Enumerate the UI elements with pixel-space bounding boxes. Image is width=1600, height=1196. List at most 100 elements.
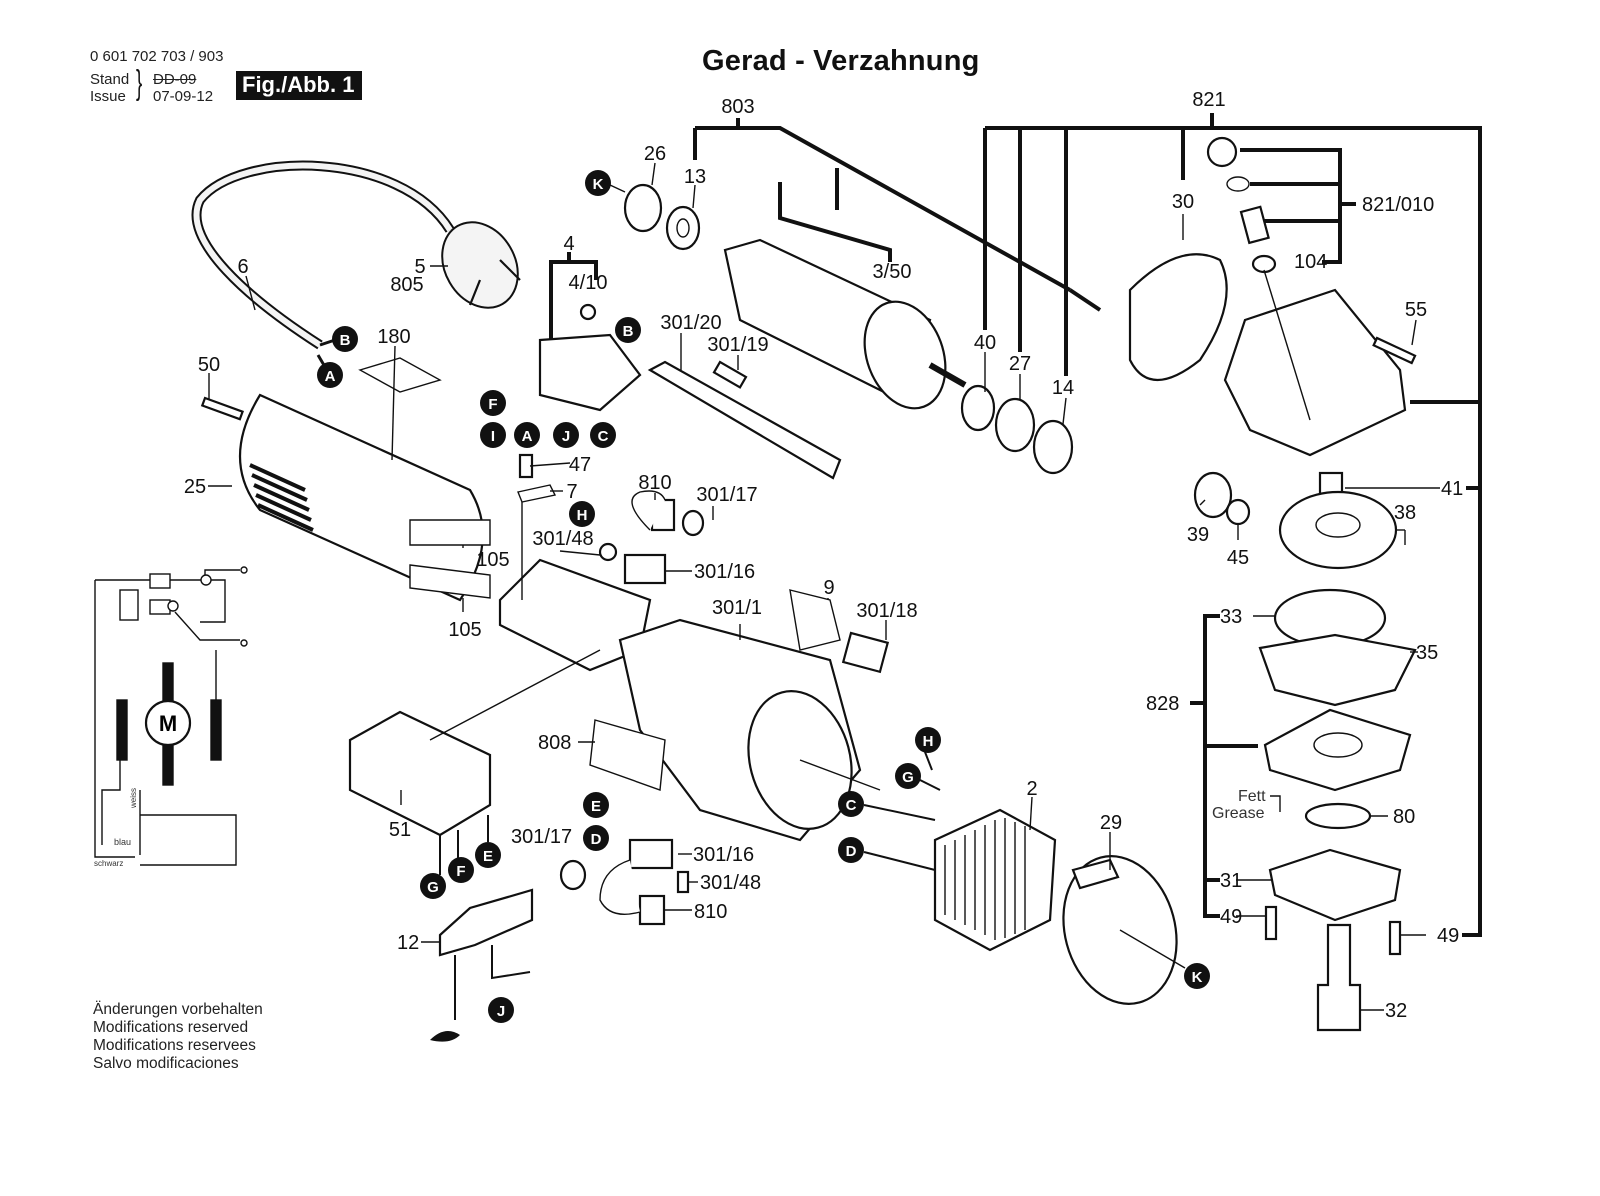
clamp-plate-31 bbox=[1268, 848, 1402, 922]
air-guide-30 bbox=[1128, 253, 1228, 382]
page-title: Gerad - Verzahnung bbox=[702, 45, 980, 77]
svg-text:F: F bbox=[488, 396, 497, 413]
part-label: 821/010 bbox=[1362, 194, 1434, 216]
brush-holder-301-16-lower bbox=[628, 838, 674, 870]
stand-label: Stand bbox=[90, 71, 130, 88]
marker-F: F bbox=[480, 390, 506, 416]
marker-F: F bbox=[448, 857, 474, 883]
leader-lines bbox=[208, 162, 1440, 1011]
part-label: 301/48 bbox=[700, 872, 761, 894]
baffle-29-tab bbox=[1071, 858, 1120, 890]
svg-text:G: G bbox=[427, 879, 439, 896]
svg-text:H: H bbox=[577, 507, 588, 524]
part-label: 301/19 bbox=[707, 334, 768, 356]
label-9 bbox=[789, 589, 841, 651]
part-label: 55 bbox=[1405, 299, 1427, 321]
part-label: 803 bbox=[721, 96, 754, 118]
part-label: 45 bbox=[1227, 547, 1249, 569]
marker-B: B bbox=[332, 326, 358, 352]
bracket-4 bbox=[549, 252, 598, 340]
svg-text:H: H bbox=[923, 733, 934, 750]
svg-text:K: K bbox=[1192, 969, 1203, 986]
part-label: 105 bbox=[476, 549, 509, 571]
part-label: 32 bbox=[1385, 1000, 1407, 1022]
svg-text:A: A bbox=[325, 368, 336, 385]
plug-pin-1 bbox=[468, 279, 482, 306]
svg-text:C: C bbox=[598, 428, 609, 445]
grease-note-en: Grease bbox=[1212, 805, 1265, 822]
label-180 bbox=[358, 357, 442, 393]
ball-bearing-13-inner bbox=[676, 218, 690, 238]
marker-H: H bbox=[915, 727, 941, 753]
carbon-brush-810-lower bbox=[638, 894, 666, 926]
part-label: 4/10 bbox=[569, 272, 608, 294]
bracket-821 bbox=[983, 113, 1482, 937]
marker-B: B bbox=[615, 317, 641, 343]
spindle-lock-pin bbox=[1239, 205, 1270, 245]
part-label: 301/1 bbox=[712, 597, 762, 619]
part-label: 13 bbox=[684, 166, 706, 188]
ring-27 bbox=[994, 397, 1036, 453]
field-coil-windings bbox=[944, 818, 1026, 940]
switch-rod-301-20 bbox=[647, 360, 842, 480]
marker-partial-icon bbox=[430, 1031, 460, 1042]
marker-A: A bbox=[514, 422, 540, 448]
part-label: 301/48 bbox=[532, 528, 593, 550]
plug-pin-2 bbox=[499, 259, 521, 281]
motor-label: M bbox=[159, 711, 177, 736]
marker-I: I bbox=[480, 422, 506, 448]
capacitor-12 bbox=[438, 888, 534, 957]
part-label: 30 bbox=[1172, 191, 1194, 213]
part-label: 40 bbox=[974, 332, 996, 354]
part-label: 828 bbox=[1146, 693, 1179, 715]
wire-label-weiss: weiss bbox=[129, 788, 138, 809]
part-label: 104 bbox=[1294, 251, 1327, 273]
brush-lead-upper bbox=[631, 490, 666, 531]
label-105-top bbox=[409, 519, 491, 546]
wire-label-schwarz: schwarz bbox=[94, 859, 123, 868]
marker-D: D bbox=[583, 825, 609, 851]
bracket-828 bbox=[1190, 614, 1258, 918]
svg-text:J: J bbox=[497, 1003, 505, 1020]
footer-notice: Änderungen vorbehalten Modifications res… bbox=[93, 1001, 263, 1073]
part-label: 2 bbox=[1026, 778, 1037, 800]
footer-line-en: Modifications reserved bbox=[93, 1019, 249, 1036]
clip-7 bbox=[517, 484, 557, 503]
part-label: 50 bbox=[198, 354, 220, 376]
screw-301-48-lower bbox=[676, 870, 690, 894]
part-label: 821 bbox=[1192, 89, 1225, 111]
part-label: 27 bbox=[1009, 353, 1031, 375]
part-label: 3/50 bbox=[873, 261, 912, 283]
issue-value: 07-09-12 bbox=[153, 88, 214, 105]
marker-K: K bbox=[1184, 963, 1210, 989]
marker-J: J bbox=[488, 997, 514, 1023]
marker-A: A bbox=[317, 362, 343, 388]
part-label: 105 bbox=[448, 619, 481, 641]
brush-spring-301-17-upper bbox=[681, 509, 705, 537]
part-label: 14 bbox=[1052, 377, 1074, 399]
screw-49-left bbox=[1264, 905, 1278, 941]
brace-icon: } bbox=[136, 64, 143, 102]
spindle-lock-spring bbox=[1226, 176, 1250, 192]
bevel-gear-38-hub bbox=[1315, 512, 1361, 538]
part-label: 80 bbox=[1393, 806, 1415, 828]
motor-housing-25 bbox=[238, 393, 484, 602]
svg-text:G: G bbox=[902, 769, 914, 786]
brush-lead-lower bbox=[599, 859, 641, 915]
marker-G: G bbox=[420, 873, 446, 899]
stand-value: DD-09 bbox=[153, 71, 197, 88]
part-label: 12 bbox=[397, 932, 419, 954]
washer-80 bbox=[1304, 802, 1372, 830]
part-label: 9 bbox=[823, 577, 834, 599]
spindle-lock-cap bbox=[1206, 136, 1238, 168]
screw-301-48-upper bbox=[598, 542, 618, 562]
bracket-821-010 bbox=[1240, 148, 1356, 264]
part-label: 38 bbox=[1394, 502, 1416, 524]
marker-C: C bbox=[590, 422, 616, 448]
part-label: 7 bbox=[566, 481, 577, 503]
part-label: 6 bbox=[237, 256, 248, 278]
svg-text:B: B bbox=[623, 323, 634, 340]
switch-4 bbox=[538, 333, 642, 412]
marker-D: D bbox=[838, 837, 864, 863]
